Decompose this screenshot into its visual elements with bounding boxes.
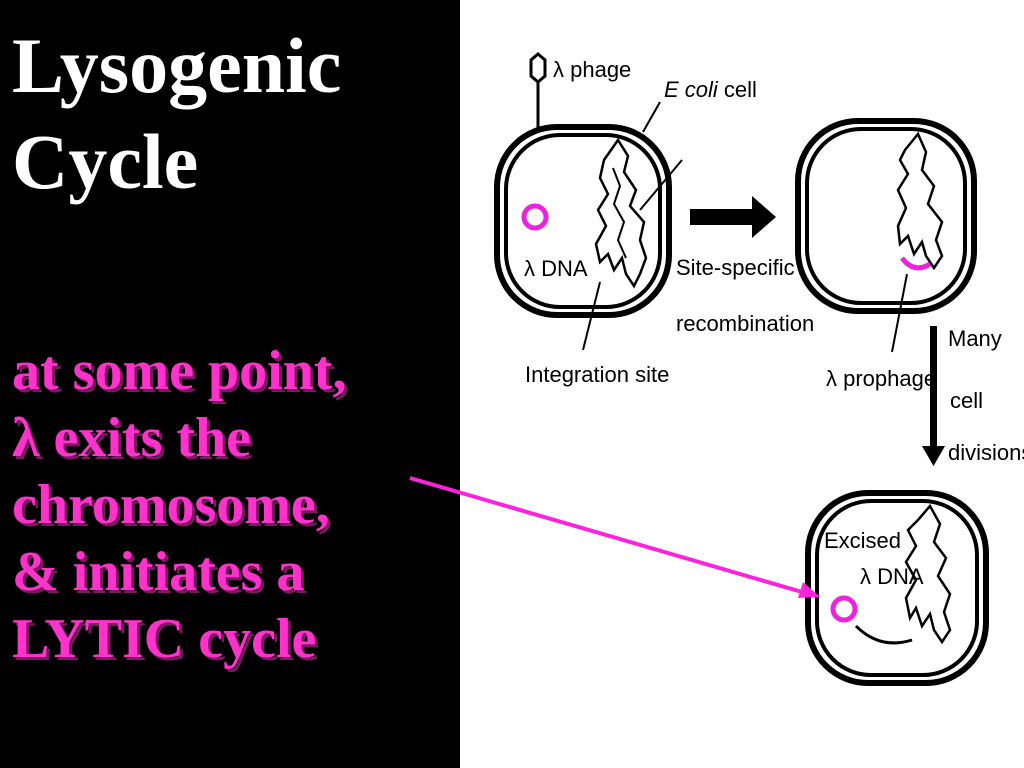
- lambda-dna-circle: [521, 203, 549, 231]
- body-line-3: chromosome,: [12, 474, 330, 536]
- title-line-2: Cycle: [12, 118, 199, 205]
- phage-label: λ phage: [553, 57, 631, 82]
- divisions-label-line-3: divisions: [948, 440, 1024, 465]
- cell-division-arrow: [922, 326, 945, 466]
- slide-title: Lysogenic Cycle: [12, 18, 341, 210]
- excised-label-line-2: λ DNA: [860, 564, 924, 589]
- excised-dna-circle: [830, 595, 858, 623]
- excised-label-line-1: Excised: [824, 528, 901, 553]
- recombination-label-line-1: Site-specific: [676, 255, 795, 280]
- divisions-label-line-2: cell: [950, 388, 983, 413]
- body-line-4: & initiates a: [12, 541, 305, 603]
- divisions-label-line-1: Many: [948, 326, 1002, 351]
- integration-site-label: Integration site: [525, 362, 669, 387]
- body-line-2: λ exits the: [12, 407, 252, 469]
- ecoli-label-rest: cell: [724, 77, 757, 102]
- ecoli-cell-2: [795, 118, 977, 314]
- prophage-label: λ prophage: [826, 366, 936, 391]
- ecoli-cell-1: [494, 124, 672, 318]
- recombination-arrow: [690, 196, 776, 238]
- body-line-5: LYTIC cycle: [12, 608, 317, 670]
- ecoli-label-italic: E coli: [664, 77, 719, 102]
- recombination-label-line-2: recombination: [676, 311, 814, 336]
- ecoli-label: E coli cell: [664, 77, 757, 102]
- bacterial-chromosome: [594, 137, 648, 289]
- lambda-phage: [529, 52, 547, 128]
- lambda-dna-label: λ DNA: [524, 256, 588, 281]
- body-line-1: at some point,: [12, 340, 347, 402]
- title-line-1: Lysogenic: [12, 22, 342, 109]
- slide-body-text: at some point, λ exits the chromosome, &…: [12, 338, 346, 673]
- prophage-segment: [900, 256, 932, 271]
- title-panel: Lysogenic Cycle at some point, λ exits t…: [0, 0, 460, 768]
- pointer-arrow: [409, 476, 820, 598]
